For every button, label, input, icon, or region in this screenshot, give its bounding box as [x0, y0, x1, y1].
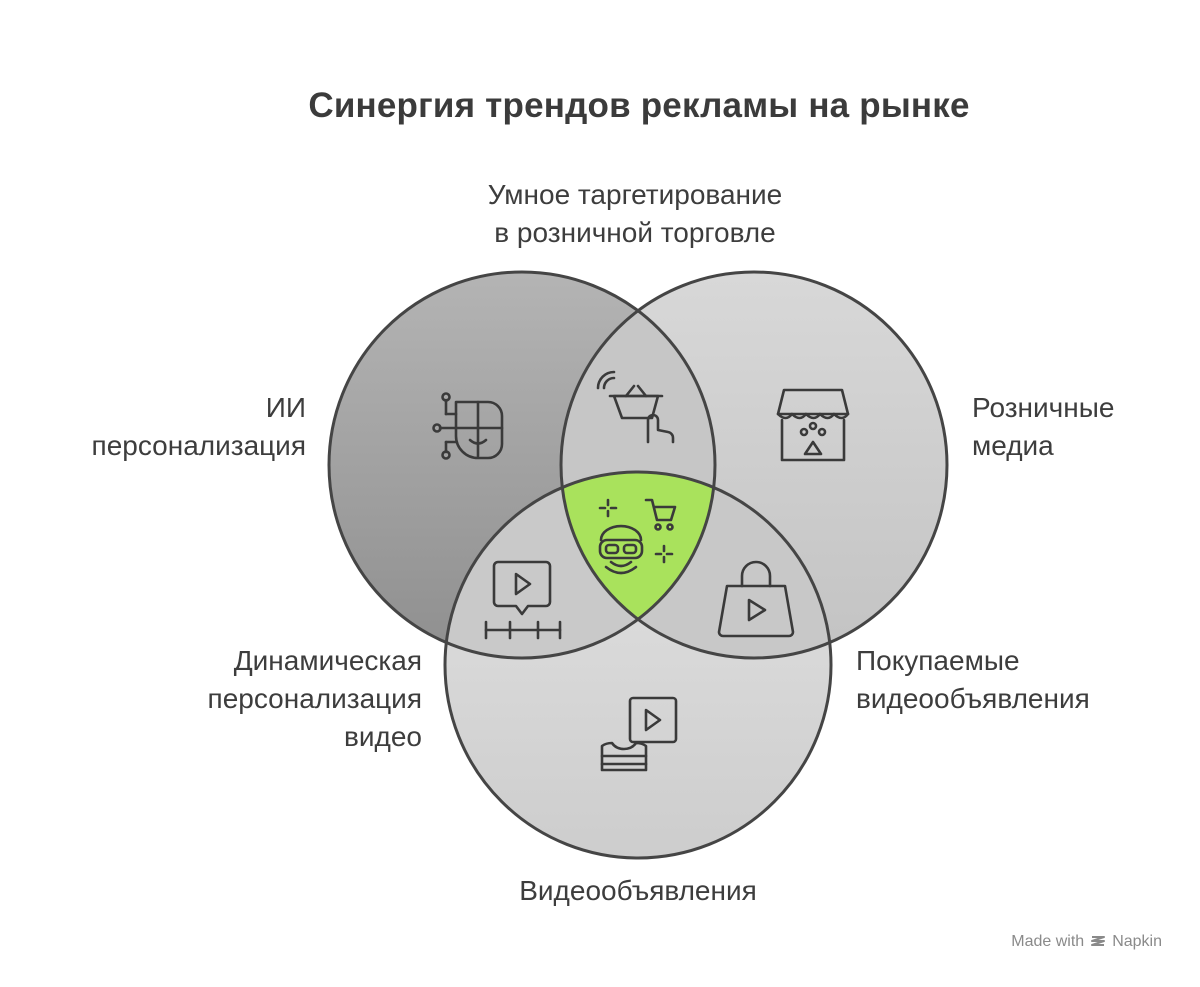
- overlap-left-bottom: [445, 472, 715, 658]
- page-title: Синергия трендов рекламы на рынке: [308, 86, 970, 125]
- label-line: медиа: [972, 430, 1054, 461]
- video-timeline-icon: [484, 560, 562, 640]
- vr-shopping-icon: [598, 498, 677, 575]
- label-line: Динамическая: [233, 645, 422, 676]
- label-line: в розничной торговле: [494, 217, 776, 248]
- video-ad-icon: [600, 696, 678, 772]
- label-line: Видеообъявления: [519, 875, 757, 906]
- label-line: Умное таргетирование: [487, 179, 783, 210]
- label-line: Розничные: [972, 392, 1115, 423]
- shopping-bag-video-icon: [717, 560, 795, 638]
- label-line: видеообъявления: [856, 683, 1090, 714]
- made-with-napkin: Made with Napkin: [1011, 933, 1162, 951]
- label-ai-personalization: ИИ персонализация: [20, 389, 306, 465]
- overlap-right-bottom: [561, 472, 831, 658]
- label-retail-media: Розничные медиа: [972, 389, 1192, 465]
- footer-brand: Napkin: [1112, 933, 1162, 950]
- circle-bottom-outline: [443, 470, 833, 860]
- circle-right-outline: [559, 270, 949, 660]
- napkin-logo-icon: [1091, 936, 1106, 946]
- ai-face-circuit-icon: [432, 392, 504, 460]
- label-line: персонализация: [91, 430, 306, 461]
- label-line: персонализация: [207, 683, 422, 714]
- label-line: видео: [344, 721, 422, 752]
- circle-left-outline: [327, 270, 717, 660]
- footer-made-with: Made with: [1011, 933, 1085, 950]
- storefront-icon: [776, 388, 850, 462]
- label-dynamic-video-personalization: Динамическая персонализация видео: [120, 642, 422, 756]
- label-line: ИИ: [265, 392, 306, 423]
- label-video-ads: Видеообъявления: [388, 872, 888, 910]
- smart-basket-tap-icon: [596, 370, 675, 444]
- label-smart-retail-targeting: Умное таргетирование в розничной торговл…: [385, 176, 885, 252]
- label-line: Покупаемые: [856, 645, 1020, 676]
- label-shoppable-video-ads: Покупаемые видеообъявления: [856, 642, 1186, 718]
